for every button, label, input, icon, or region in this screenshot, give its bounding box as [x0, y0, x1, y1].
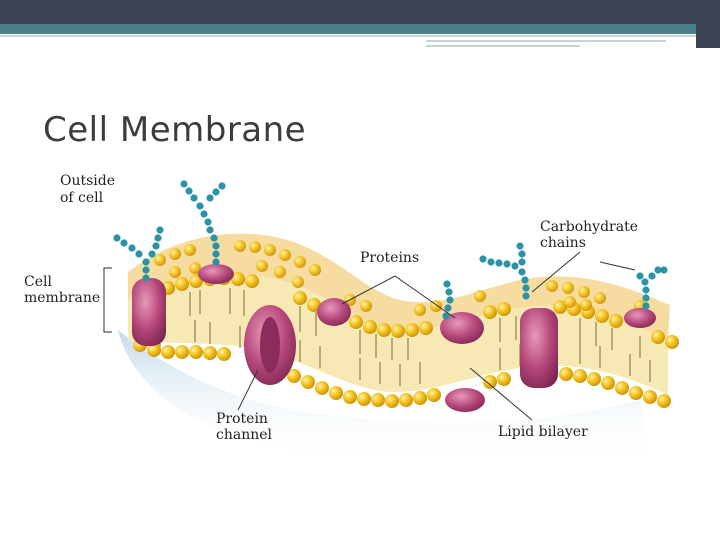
carb-chain-3	[442, 280, 454, 320]
carb-chain-1	[113, 226, 164, 282]
protein-left	[132, 278, 166, 346]
slide-title: Cell Membrane	[43, 110, 307, 150]
protein-right	[520, 308, 558, 388]
membrane-bracket	[103, 267, 112, 333]
protein-middle	[317, 298, 351, 326]
label-protein-channel-line1: Protein	[216, 411, 268, 427]
label-cell-membrane-line1: Cell	[24, 274, 52, 290]
slide-accent-bar	[0, 24, 696, 34]
protein-top-left	[198, 264, 234, 284]
lipid-heads-top-face	[154, 240, 646, 316]
decorative-line	[426, 40, 666, 42]
slide-header-bar	[0, 0, 720, 24]
leader-lines	[237, 251, 636, 421]
carbohydrate-chains	[113, 180, 668, 320]
decorative-line	[426, 45, 580, 47]
label-outside-of-cell-line1: Outside	[60, 173, 115, 189]
carb-chain-5	[636, 266, 668, 310]
label-cell-membrane-line2: membrane	[24, 290, 100, 306]
membrane-shadow	[118, 330, 650, 464]
label-proteins: Proteins	[360, 250, 419, 266]
protein-far-right	[624, 308, 656, 328]
label-carbohydrate-chains-line2: chains	[540, 235, 586, 251]
slide-header-tab	[696, 0, 720, 48]
carb-chain-4	[479, 242, 530, 300]
label-outside-of-cell-line2: of cell	[60, 190, 104, 206]
carb-chain-2	[180, 180, 226, 266]
label-protein-channel-line2: channel	[216, 427, 273, 443]
protein-center	[440, 312, 485, 412]
lipid-heads-lower	[133, 338, 671, 408]
protein-channel	[244, 305, 296, 385]
decorative-line	[0, 35, 696, 37]
label-carbohydrate-chains-line1: Carbohydrate	[540, 219, 638, 235]
label-lipid-bilayer: Lipid bilayer	[498, 424, 588, 440]
